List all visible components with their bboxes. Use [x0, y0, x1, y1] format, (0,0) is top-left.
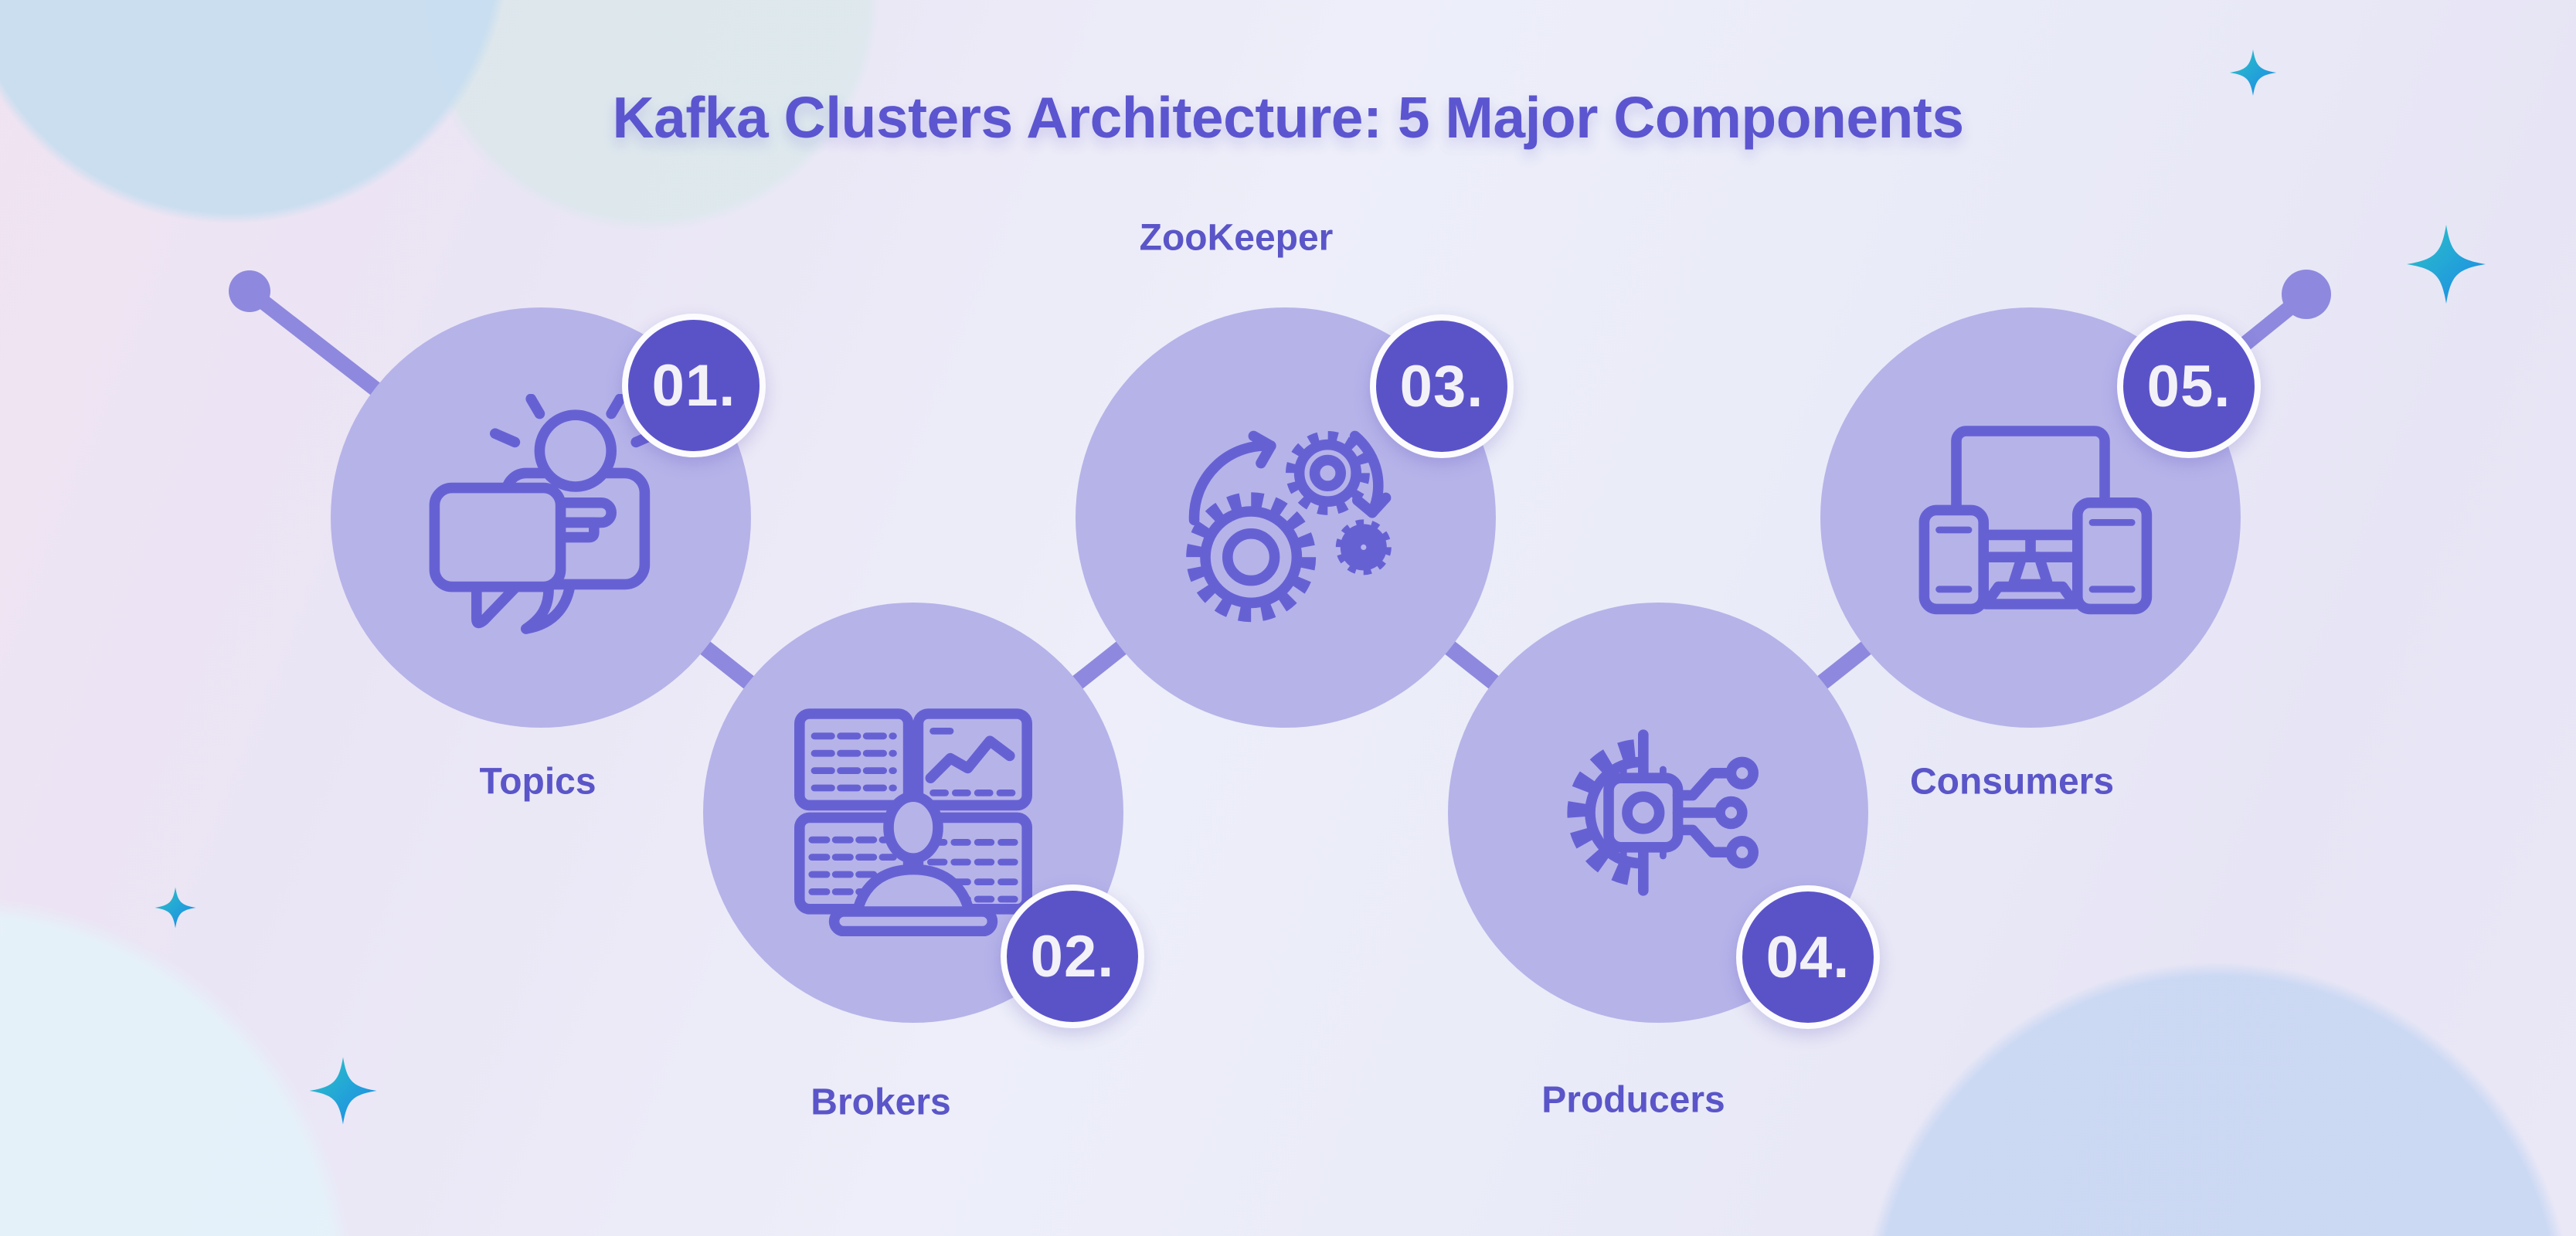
badge-03: 03.	[1370, 314, 1514, 458]
badge-02: 02.	[1001, 885, 1144, 1028]
label-zookeeper: ZooKeeper	[1139, 217, 1334, 259]
label-consumers: Consumers	[1909, 761, 2115, 803]
antenna-dot	[2282, 270, 2331, 319]
badge-04: 04.	[1736, 885, 1880, 1029]
chat-idea-icon	[429, 394, 661, 634]
label-producers: Producers	[1541, 1079, 1725, 1121]
badge-01: 01.	[622, 314, 766, 457]
gears-process-icon	[1186, 430, 1392, 623]
sparkle-stars	[155, 49, 2486, 1125]
sparkle-star-icon	[155, 887, 196, 929]
sparkle-star-icon	[309, 1057, 377, 1125]
devices-icon	[1918, 426, 2153, 615]
analyst-screens-icon	[794, 708, 1032, 936]
badge-05: 05.	[2117, 314, 2261, 458]
node-producers	[1448, 603, 1868, 1023]
label-brokers: Brokers	[811, 1082, 951, 1123]
sparkle-star-icon	[2230, 49, 2276, 96]
sparkle-star-icon	[2407, 225, 2486, 304]
label-topics: Topics	[479, 761, 596, 803]
chip-gear-icon	[1567, 729, 1759, 896]
antenna-dot	[229, 270, 270, 312]
page-title: Kafka Clusters Architecture: 5 Major Com…	[612, 85, 1964, 150]
